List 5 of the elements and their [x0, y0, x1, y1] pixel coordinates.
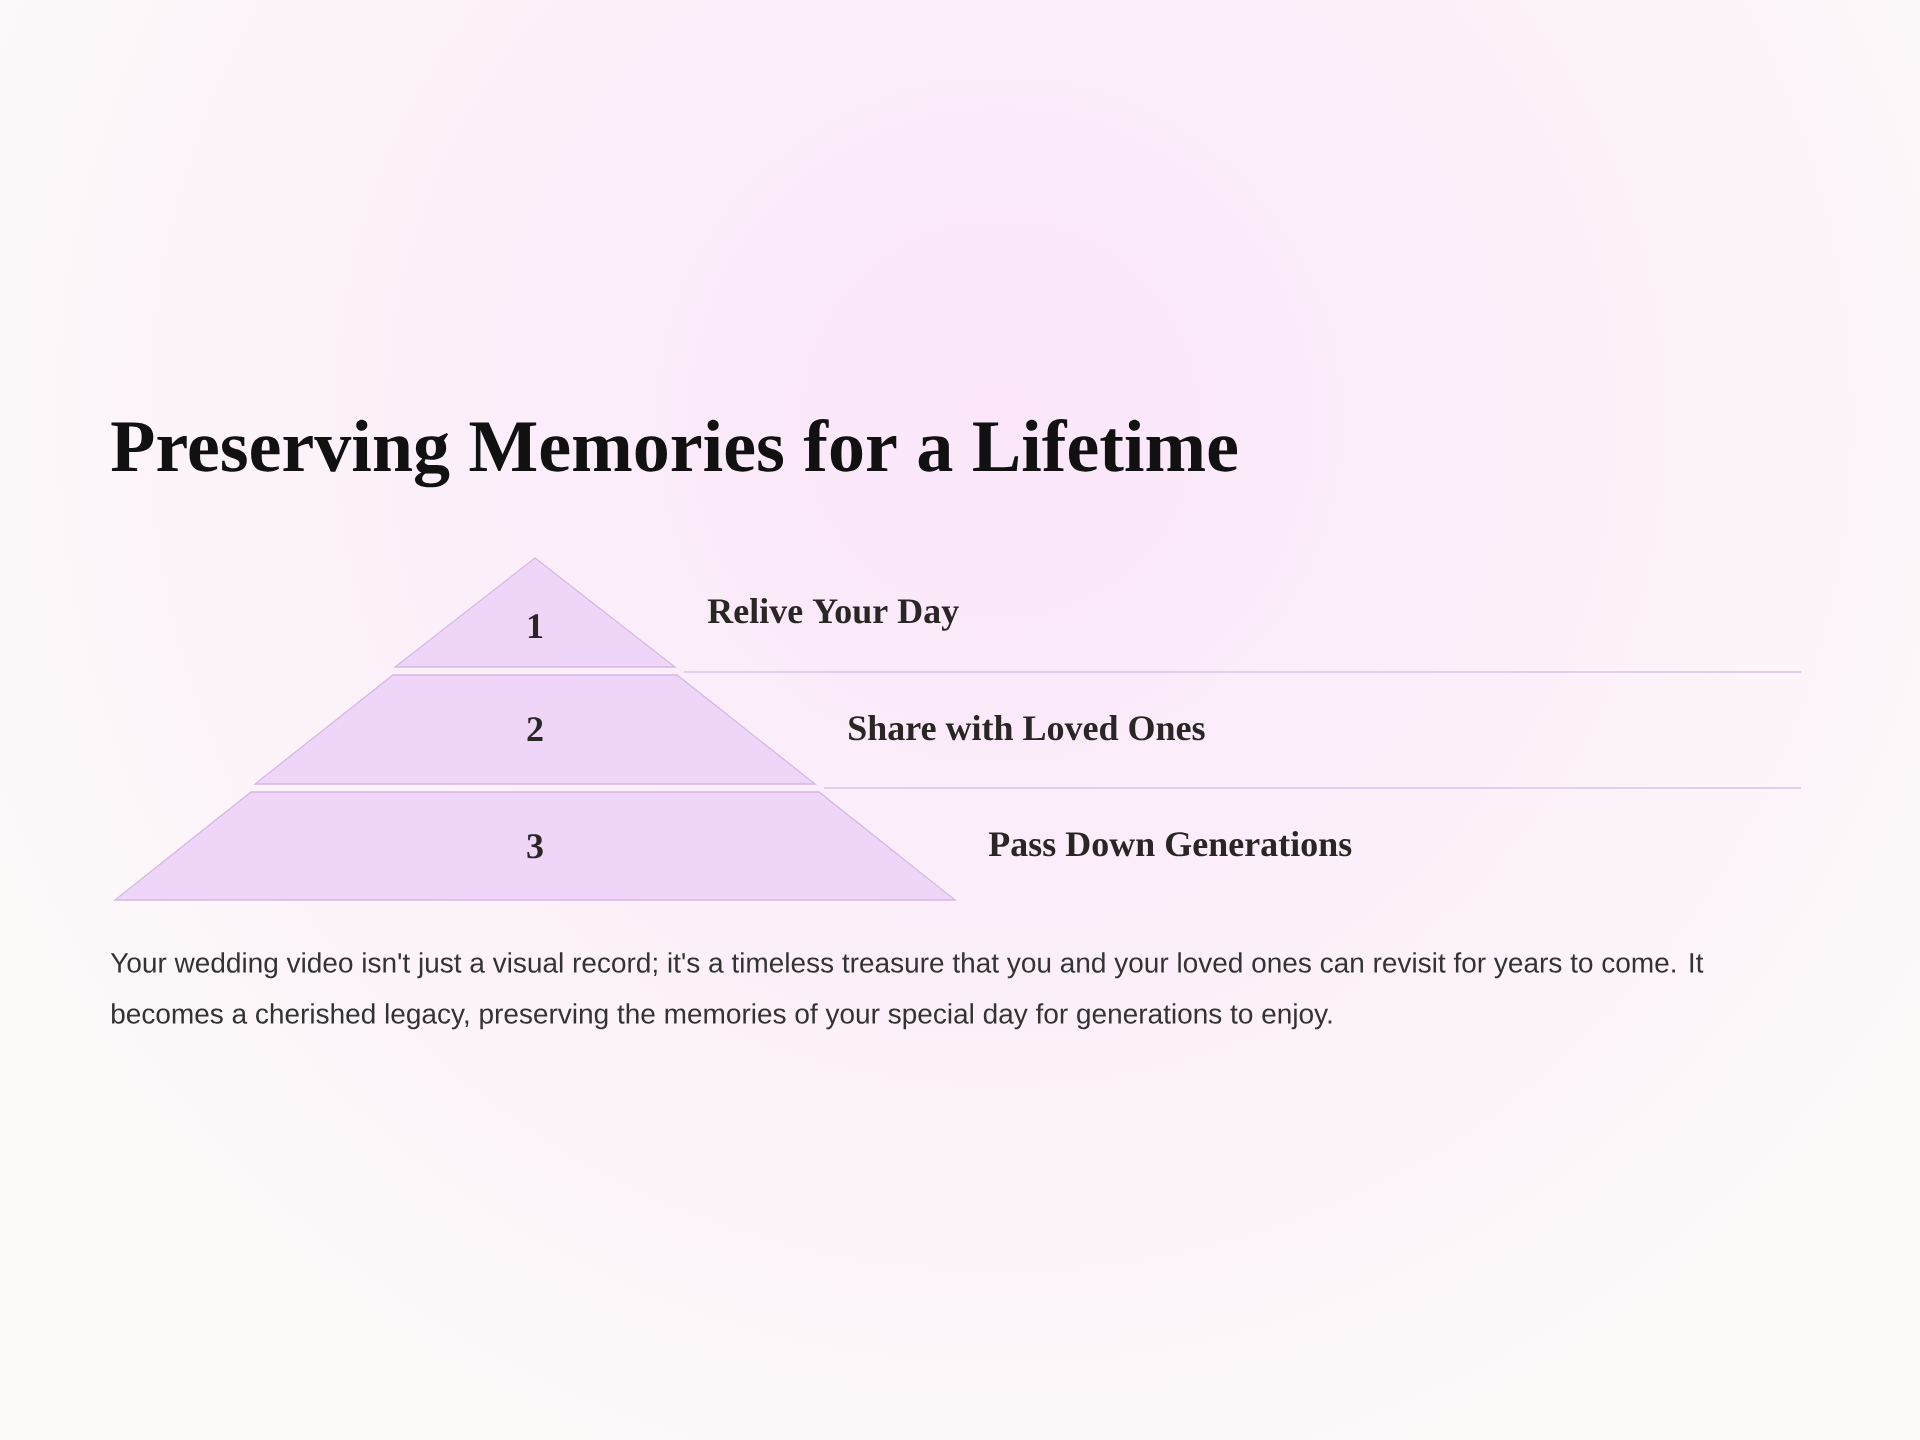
tier-label: Pass Down Generations [988, 831, 1352, 857]
tier-label: Relive Your Day [707, 598, 959, 631]
title: Preserving Memories for a Lifetime [111, 418, 1238, 488]
paragraph: Your wedding video isn't just a visual record; it's a timeless treasure that you and your loved ones can revisit for years to come. It becomes a cherished legacy, preserving the memories of your special day for generations to enjoy. [110, 952, 1704, 1030]
tier-label: Share with Loved Ones [849, 715, 1205, 741]
